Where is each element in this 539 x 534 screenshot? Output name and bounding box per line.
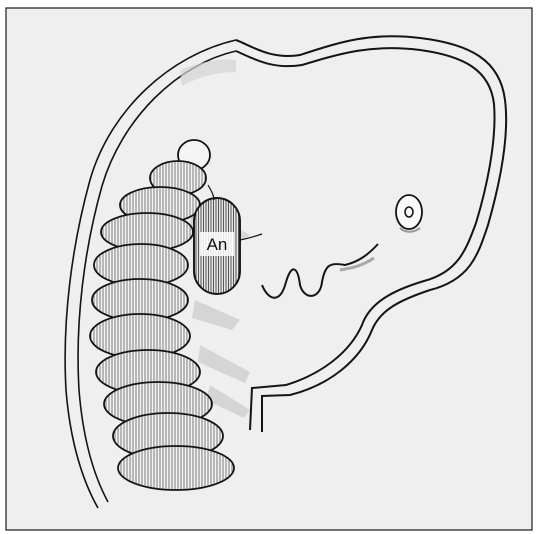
- somite: [118, 446, 234, 490]
- an-structure: An: [194, 198, 240, 294]
- an-label: An: [207, 235, 228, 254]
